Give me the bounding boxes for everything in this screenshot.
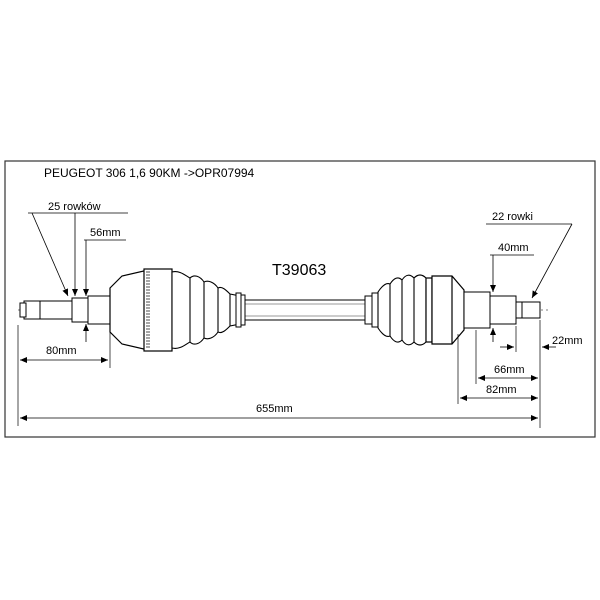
right-joint-housing	[425, 275, 465, 345]
left-joint-housing	[109, 268, 173, 352]
header-title: PEUGEOT 306 1,6 90KM ->OPR07994	[44, 166, 255, 180]
leader-splines-right	[531, 223, 573, 299]
leader-splines-left	[31, 212, 69, 297]
main-shaft	[244, 299, 366, 321]
dim-56-label: 56mm	[90, 227, 121, 239]
right-boot	[377, 274, 427, 346]
dim-22-label: 22mm	[552, 335, 583, 347]
label-splines-left: 25 rowków	[48, 201, 101, 213]
dim-40-label: 40mm	[498, 242, 529, 254]
label-splines-right: 22 rowki	[492, 211, 533, 223]
dim-80-label: 80mm	[46, 345, 77, 357]
right-stub-shaft	[463, 291, 541, 329]
right-boot-clamp	[364, 292, 379, 328]
dim-66-label: 66mm	[494, 364, 525, 376]
dim-82-label: 82mm	[486, 384, 517, 396]
left-boot	[171, 271, 241, 349]
part-code: T39063	[272, 262, 326, 279]
dim-655-label: 655mm	[256, 403, 293, 415]
left-joint-ring	[146, 271, 150, 348]
left-boot-clamp	[235, 292, 246, 328]
drawing-frame	[4, 160, 596, 438]
left-stub-shaft	[19, 295, 111, 325]
